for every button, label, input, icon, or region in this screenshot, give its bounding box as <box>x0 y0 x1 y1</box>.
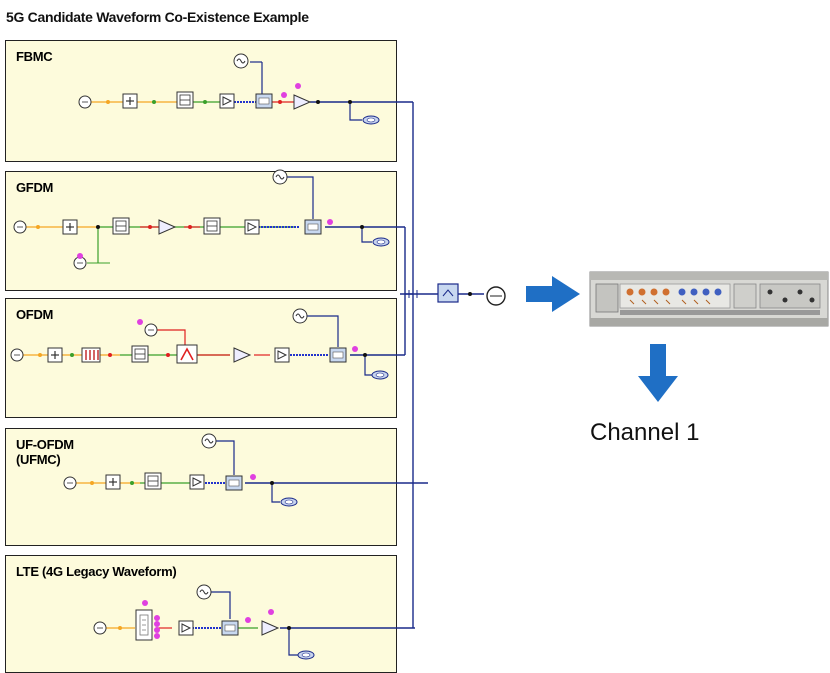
ufofdm-chain <box>63 433 428 507</box>
interleaver-icon <box>81 347 101 363</box>
arrow-down-icon <box>638 344 678 402</box>
port-icon <box>152 100 156 104</box>
oscillator-icon <box>201 433 217 449</box>
ofdm-chain <box>10 308 405 380</box>
panel-lte: LTE (4G Legacy Waveform) <box>5 555 397 673</box>
modulator-icon <box>255 93 273 109</box>
source-icon <box>10 348 24 362</box>
port-icon <box>281 92 287 98</box>
sink-icon <box>372 237 390 247</box>
ifft-icon <box>176 344 198 364</box>
port-icon <box>154 627 160 633</box>
summer-icon <box>122 93 138 109</box>
amplifier-icon <box>233 347 251 363</box>
port-icon <box>295 83 301 89</box>
panel-gfdm: GFDM <box>5 171 397 291</box>
filter-icon <box>144 472 162 490</box>
port-icon <box>38 353 42 357</box>
port-icon <box>327 219 333 225</box>
channel-label: Channel 1 <box>590 419 700 446</box>
modulator-icon <box>221 620 239 636</box>
combiner-icon <box>437 283 459 303</box>
amplifier-icon <box>274 347 290 363</box>
filter-icon <box>203 217 221 235</box>
port-icon <box>106 100 110 104</box>
sink-icon <box>371 370 389 380</box>
amplifier-icon <box>261 620 279 636</box>
port-icon <box>142 600 148 606</box>
port-icon <box>268 609 274 615</box>
port-icon <box>118 626 122 630</box>
combiner-bus <box>400 102 506 628</box>
port-icon <box>166 353 170 357</box>
panel-fbmc: FBMC <box>5 40 397 162</box>
sink-icon <box>280 497 298 507</box>
signal-generator-icon <box>589 271 829 327</box>
port-icon <box>148 225 152 229</box>
amplifier-icon <box>158 219 176 235</box>
fbmc-chain <box>78 53 413 125</box>
summer-icon <box>47 347 63 363</box>
port-icon <box>108 353 112 357</box>
arrow-right-icon <box>526 276 580 312</box>
port-icon <box>250 474 256 480</box>
filter-icon <box>112 217 130 235</box>
port-icon <box>137 319 143 325</box>
gfdm-chain <box>13 169 405 270</box>
amplifier-icon <box>178 620 194 636</box>
amplifier-icon <box>244 219 260 235</box>
port-icon <box>203 100 207 104</box>
summer-icon <box>62 219 78 235</box>
amplifier-icon <box>189 474 205 490</box>
summer-icon <box>105 474 121 490</box>
amplifier-icon <box>293 94 311 110</box>
oscillator-icon <box>233 53 249 69</box>
modulator-icon <box>329 347 347 363</box>
source-icon <box>13 220 27 234</box>
sink-icon <box>362 115 380 125</box>
source-icon <box>93 621 107 635</box>
panel-label-ofdm: OFDM <box>16 307 54 322</box>
source-icon <box>63 476 77 490</box>
panel-label-lte: LTE (4G Legacy Waveform) <box>16 564 177 579</box>
modulator-icon <box>304 219 322 235</box>
port-icon <box>90 481 94 485</box>
port-icon <box>278 100 282 104</box>
panel-label-fbmc: FBMC <box>16 49 53 64</box>
filter-icon <box>176 91 194 109</box>
sink-icon <box>297 650 315 660</box>
modulator-icon <box>225 475 243 491</box>
filter-icon <box>131 345 149 363</box>
source-icon <box>144 323 158 337</box>
page-title: 5G Candidate Waveform Co-Existence Examp… <box>6 9 309 25</box>
output-sink-icon <box>486 286 506 306</box>
oscillator-icon <box>272 169 288 185</box>
port-icon <box>70 353 74 357</box>
port-icon <box>352 346 358 352</box>
port-icon <box>130 481 134 485</box>
port-icon <box>188 225 192 229</box>
port-icon <box>245 617 251 623</box>
oscillator-icon <box>196 584 212 600</box>
port-icon <box>154 633 160 639</box>
port-icon <box>77 253 83 259</box>
oscillator-icon <box>292 308 308 324</box>
lte-source-icon <box>135 609 153 641</box>
port-icon <box>154 615 160 621</box>
lte-chain <box>93 584 415 660</box>
panel-label-ufofdm: UF-OFDM (UFMC) <box>16 437 74 467</box>
panel-label-gfdm: GFDM <box>16 180 54 195</box>
port-icon <box>154 621 160 627</box>
source-icon <box>78 95 92 109</box>
amplifier-icon <box>219 93 235 109</box>
port-icon <box>36 225 40 229</box>
